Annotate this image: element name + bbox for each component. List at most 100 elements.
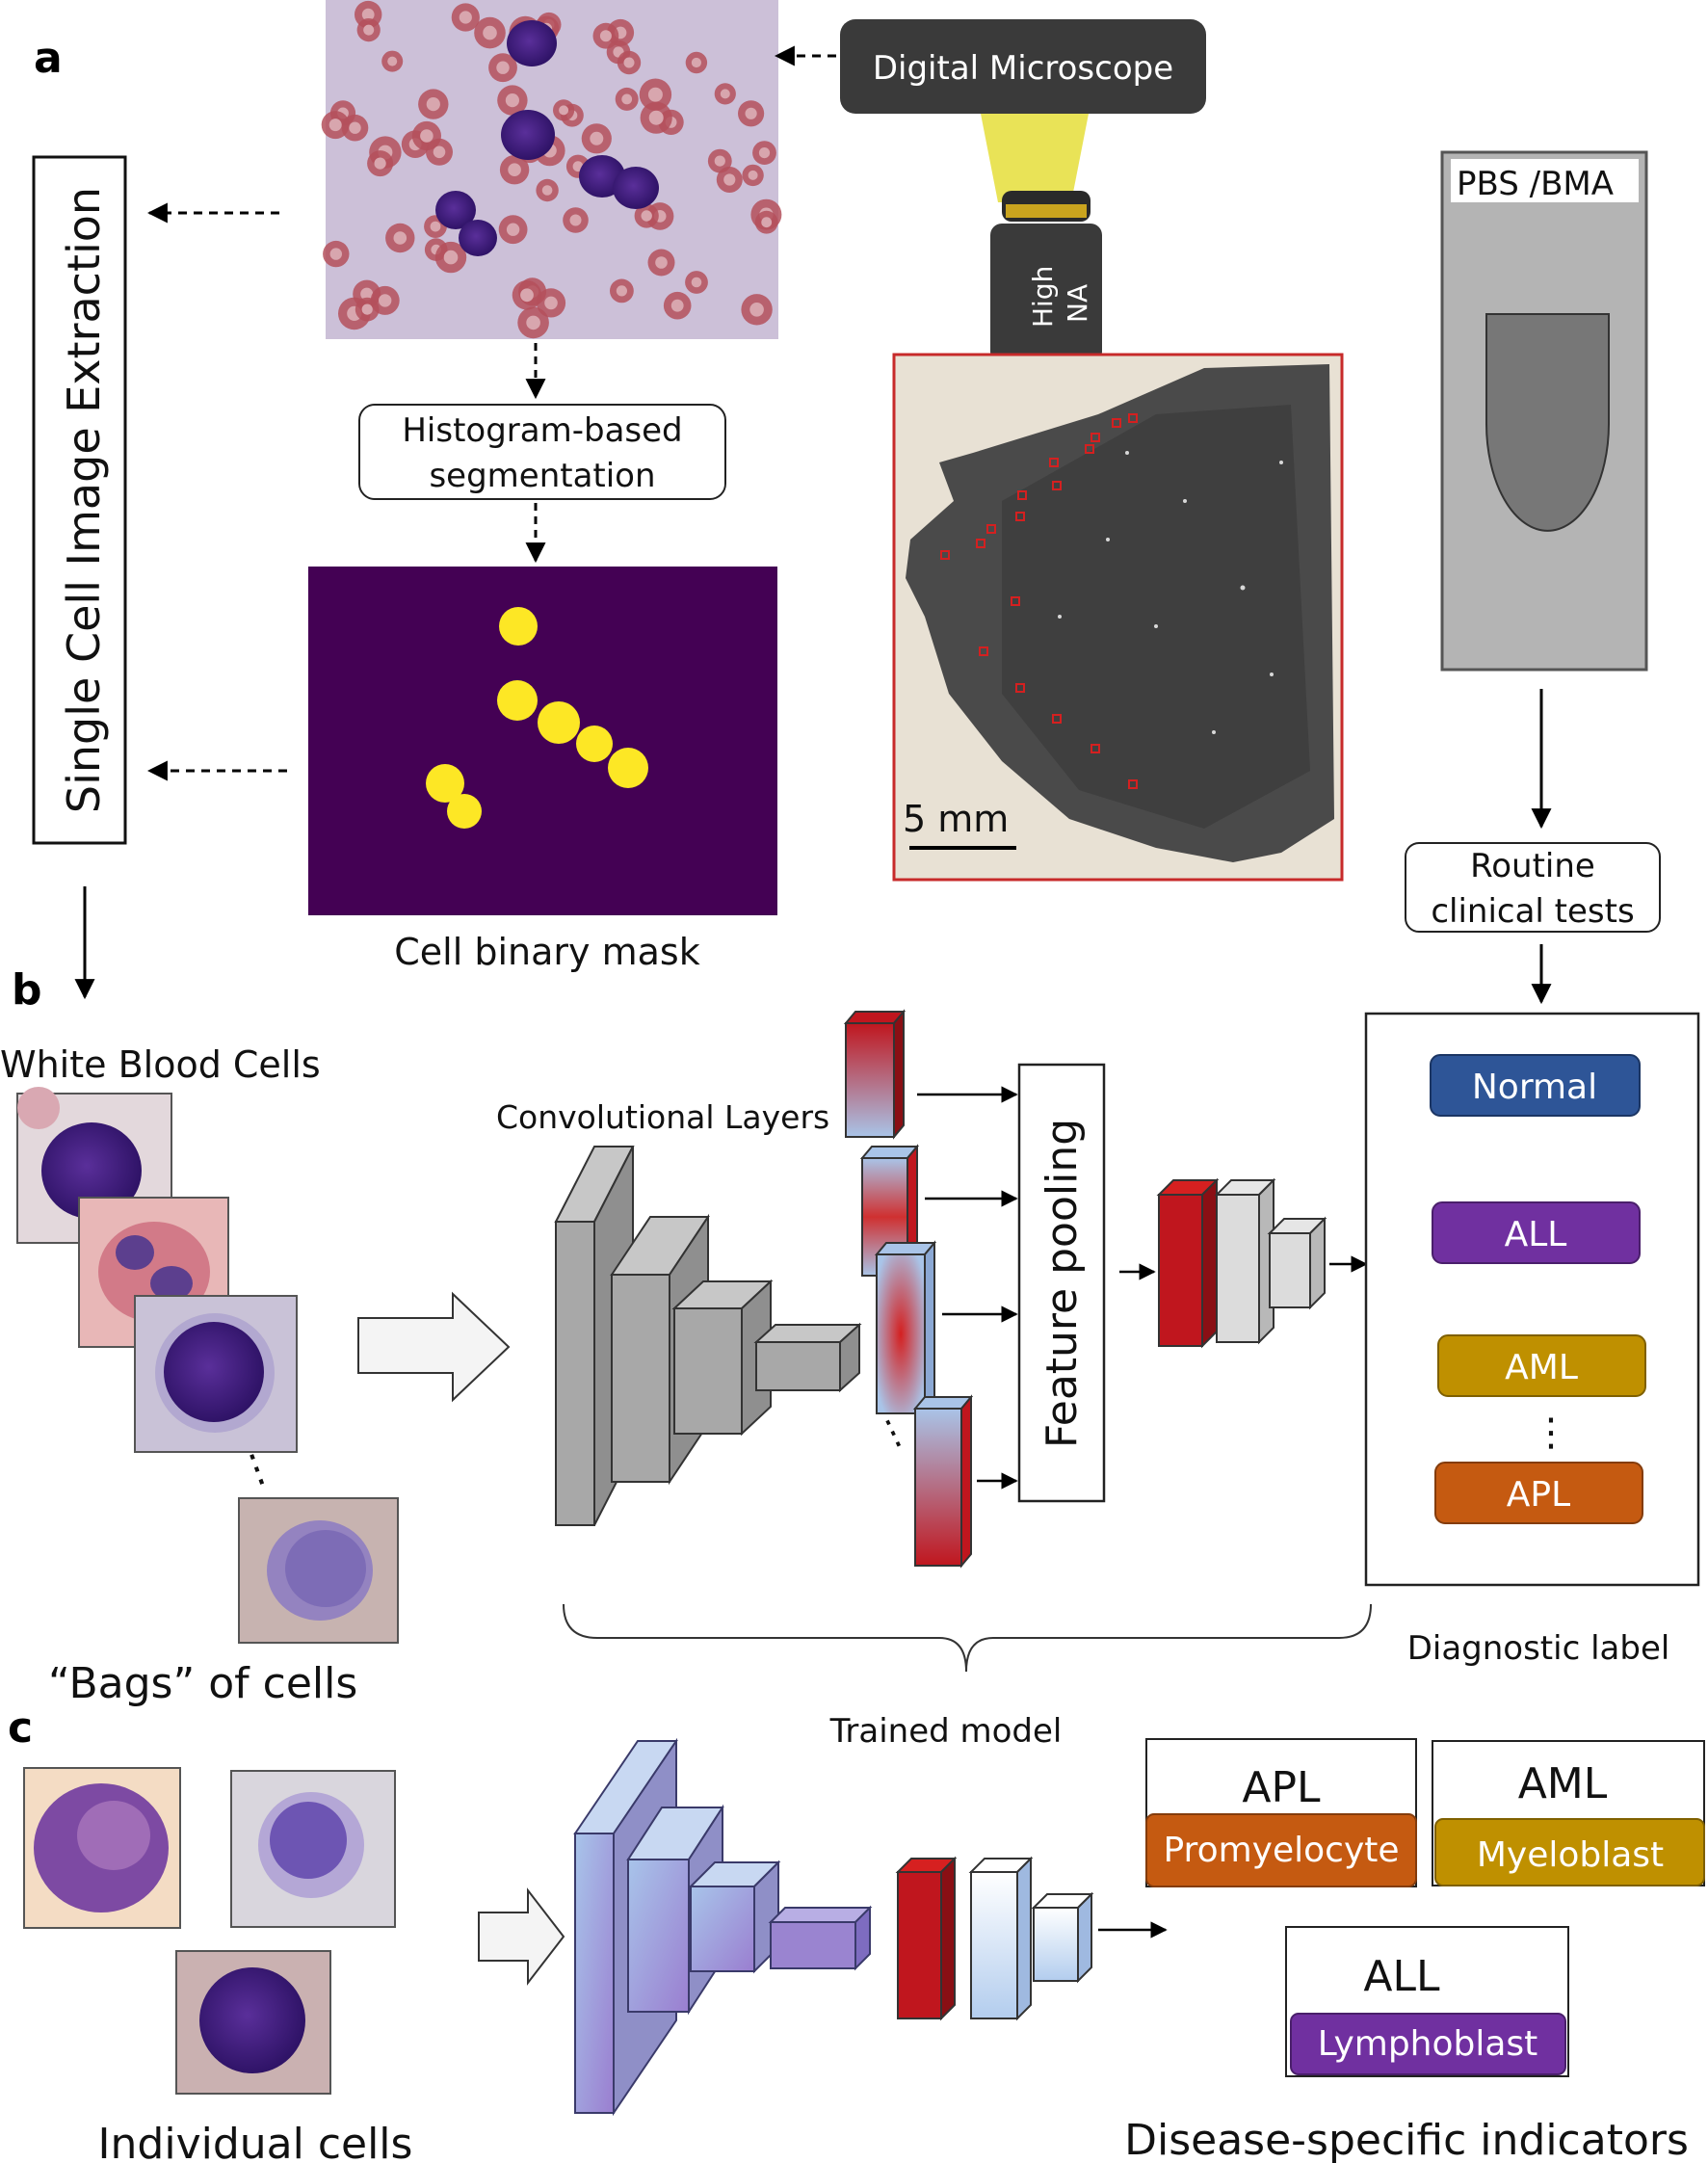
cell-binary-mask-image <box>308 567 777 915</box>
panel-letter-b: b <box>12 965 42 1015</box>
red-blood-cell-center <box>748 170 758 180</box>
indicator-aml-disease: AML <box>1518 1759 1608 1808</box>
diagnostic-label-caption: Diagnostic label <box>1407 1629 1670 1668</box>
red-blood-cell-center <box>361 8 375 21</box>
red-blood-cell-center <box>420 129 434 143</box>
red-blood-cell-center <box>363 24 375 36</box>
red-blood-cell-center <box>505 93 520 108</box>
red-blood-cell-center <box>459 11 472 24</box>
red-blood-cell-center <box>623 57 635 68</box>
feature-maps <box>843 1009 974 1569</box>
red-blood-cell-center <box>374 157 386 170</box>
blood-smear-image <box>321 0 782 339</box>
class-badge-normal: Normal <box>1430 1054 1641 1117</box>
whole-slide-scan: 5 mm <box>892 353 1344 882</box>
histogram-segmentation-box: Histogram-based segmentation <box>358 404 726 500</box>
red-blood-cell-center <box>559 105 569 116</box>
microscope-label: Digital Microscope <box>873 49 1173 88</box>
red-blood-cell-center <box>360 287 374 301</box>
objective-label-na: NA <box>1062 284 1093 323</box>
red-blood-cell-center <box>641 210 652 222</box>
red-blood-cell-center <box>714 155 725 167</box>
red-blood-cell-center <box>430 221 441 232</box>
red-blood-cell-center <box>616 285 628 297</box>
trained-model-label: Trained model <box>829 1712 1063 1751</box>
individual-cell-images <box>23 1767 396 2095</box>
red-blood-cell-center <box>758 147 771 159</box>
red-blood-cell-center <box>349 121 361 134</box>
red-blood-cell-center <box>544 296 558 310</box>
feature-map-ellipsis: ⋮ <box>869 1408 917 1458</box>
red-blood-cell-center <box>655 256 668 269</box>
class-badge-all: ALL <box>1432 1201 1641 1264</box>
segmentation-line2: segmentation <box>429 457 655 495</box>
red-blood-cell-center <box>749 303 764 317</box>
indicator-aml-cell: Myeloblast <box>1477 1835 1664 1875</box>
trained-model-brace <box>563 1603 1372 1673</box>
red-blood-cell-center <box>526 315 540 330</box>
slide-label: PBS /BMA <box>1457 165 1614 203</box>
indicator-apl-disease: APL <box>1242 1763 1321 1812</box>
red-blood-cell-center <box>621 93 633 105</box>
red-blood-cell-center <box>691 277 702 288</box>
bags-caption: “Bags” of cells <box>48 1659 357 1708</box>
red-blood-cell-center <box>745 107 757 119</box>
hollow-arrow-c <box>478 1887 565 1986</box>
individual-cells-caption: Individual cells <box>98 2120 413 2163</box>
red-blood-cell-center <box>329 248 342 260</box>
red-blood-cell-center <box>761 217 773 228</box>
indicators-caption: Disease-specific indicators <box>1124 2116 1689 2163</box>
red-blood-cell-center <box>720 89 730 99</box>
class-badge-aml: AML <box>1437 1334 1646 1397</box>
digital-microscope-box: Digital Microscope <box>840 19 1206 114</box>
single-cell-extraction-box: Single Cell Image Extraction <box>32 155 127 845</box>
clinical-tests-line1: Routine <box>1470 847 1595 885</box>
panel-letter-c: c <box>8 1703 33 1753</box>
indicator-aml-box: AML Myeloblast <box>1432 1740 1705 1886</box>
class-aml-label: AML <box>1505 1348 1578 1387</box>
red-blood-cell-center <box>496 61 510 74</box>
indicator-all-cell: Lymphoblast <box>1318 2024 1538 2064</box>
red-blood-cell-center <box>647 87 663 102</box>
cnn-conv-blocks <box>554 1146 862 1526</box>
red-blood-cell-center <box>590 131 604 145</box>
red-blood-cell-center <box>648 110 664 125</box>
red-blood-cell-center <box>569 214 582 226</box>
indicator-all-disease: ALL <box>1363 1952 1440 2001</box>
red-blood-cell-center <box>670 299 684 312</box>
red-blood-cell-center <box>443 250 459 265</box>
red-blood-cell-center <box>433 145 446 159</box>
fc-layers-c <box>895 1856 1094 2021</box>
class-ellipsis: ⋮ <box>1532 1411 1570 1455</box>
red-blood-cell-center <box>393 231 407 245</box>
red-blood-cell-center <box>328 119 342 132</box>
indicator-apl-cell: Promyelocyte <box>1163 1831 1399 1870</box>
red-blood-cell-center <box>508 163 521 176</box>
segmentation-line1: Histogram-based <box>402 411 682 450</box>
wbc-title: White Blood Cells <box>0 1043 321 1086</box>
extraction-label: Single Cell Image Extraction <box>58 187 110 813</box>
pbs-bma-slide-icon: PBS /BMA <box>1440 150 1648 672</box>
feature-pooling-box: Feature pooling <box>1017 1063 1106 1503</box>
panel-letter-a: a <box>34 34 63 83</box>
class-apl-label: APL <box>1507 1475 1570 1515</box>
hollow-arrow-b <box>357 1291 511 1403</box>
class-badge-apl: APL <box>1434 1462 1643 1524</box>
objective-label-high: High <box>1027 266 1059 328</box>
feature-pooling-label: Feature pooling <box>1038 1119 1087 1448</box>
diagnostic-label-box: Normal ALL AML ⋮ APL <box>1364 1012 1700 1587</box>
red-blood-cell-center <box>520 288 534 303</box>
clinical-tests-line2: clinical tests <box>1431 892 1634 931</box>
red-blood-cell-center <box>691 57 702 68</box>
red-blood-cell-center <box>483 25 497 40</box>
light-beam-top <box>981 114 1089 202</box>
routine-clinical-tests-box: Routine clinical tests <box>1405 842 1661 933</box>
red-blood-cell-center <box>379 294 392 307</box>
mask-caption: Cell binary mask <box>394 931 699 973</box>
scale-bar-label: 5 mm <box>903 798 1009 840</box>
red-blood-cell-center <box>361 303 373 315</box>
class-normal-label: Normal <box>1472 1068 1597 1107</box>
red-blood-cell-center <box>426 97 440 112</box>
fc-layers-b <box>1156 1177 1327 1349</box>
